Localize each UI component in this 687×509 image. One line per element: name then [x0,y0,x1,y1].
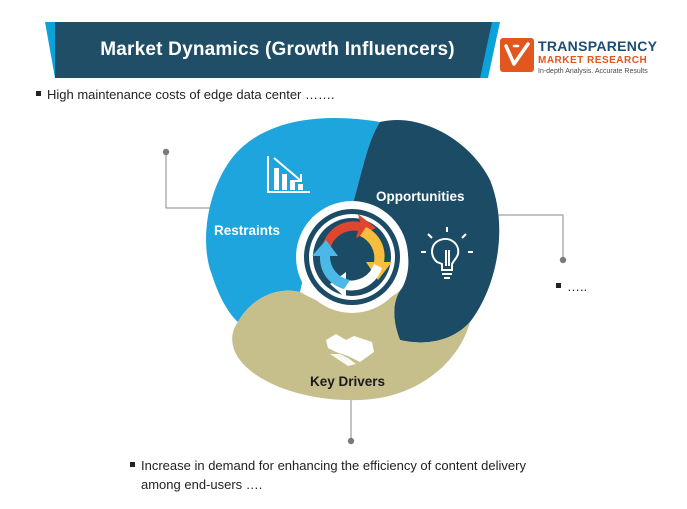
page-title: Market Dynamics (Growth Influencers) [100,39,455,60]
handshake-icon [326,334,374,366]
lightbulb-icon [421,227,473,279]
logo-subtitle: MARKET RESEARCH [538,55,648,66]
bullet-icon [556,283,561,289]
note-opportunities-text: ….. [567,279,588,294]
segment-restraints [206,118,380,322]
note-restraints: High maintenance costs of edge data cent… [36,85,456,104]
logo-name: TRANSPARENCY [538,38,658,54]
note-drivers-text-1: Increase in demand for enhancing the eff… [141,458,526,473]
note-drivers: Increase in demand for enhancing the eff… [130,456,630,494]
bullet-icon [130,462,135,468]
segment-opportunities [352,119,500,343]
logo-mark-icon [500,38,534,72]
label-opportunities: Opportunities [376,189,465,204]
company-logo: TRANSPARENCY MARKET RESEARCH In-depth An… [500,30,680,80]
connectors [162,148,567,445]
declining-chart-icon [267,156,310,193]
bullet-icon [36,91,41,97]
connector-opportunities [492,214,564,260]
cycle-arrows-icon [312,214,392,298]
note-restraints-text: High maintenance costs of edge data cent… [47,87,335,102]
label-drivers: Key Drivers [310,374,385,389]
label-restraints: Restraints [214,223,280,238]
connector-restraints [165,152,212,209]
logo-tagline: In-depth Analysis. Accurate Results [538,68,648,75]
note-drivers-text-2: among end-users …. [141,477,263,492]
header-banner [0,22,500,78]
note-opportunities: ….. [556,277,656,296]
